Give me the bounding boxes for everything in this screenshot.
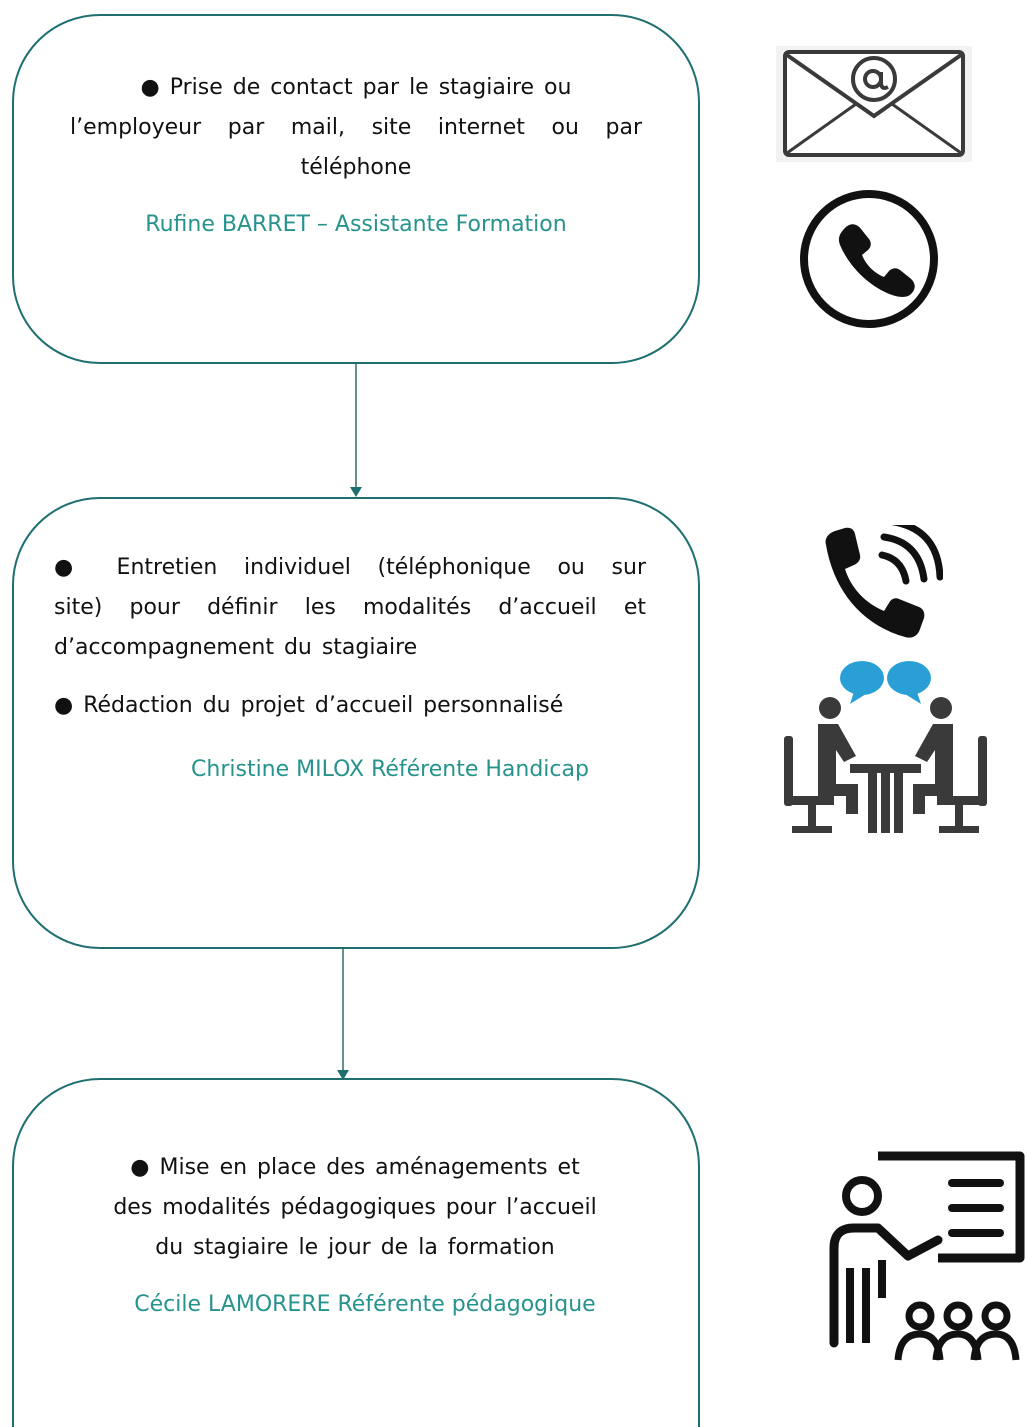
step-2-line-4: ● Rédaction du projet d’accueil personna… (54, 693, 564, 718)
step-1-person: Rufine BARRET – Assistante Formation (145, 212, 567, 237)
email-icon (776, 46, 972, 162)
arrowhead-1 (350, 487, 362, 497)
step-3-person: Cécile LAMORERE Référente pédagogique (134, 1292, 596, 1317)
phone-icon (795, 185, 945, 335)
phone-calling-icon (818, 517, 944, 655)
connector-1 (355, 364, 357, 488)
step-1-line-1: ● Prise de contact par le stagiaire ou (140, 75, 572, 100)
step-3-line-2: des modalités pédagogiques pour l’accuei… (113, 1195, 597, 1220)
presentation-icon (820, 1148, 1026, 1363)
step-1-line-2: l’employeur par mail, site internet ou p… (70, 115, 642, 140)
meeting-icon (778, 656, 993, 836)
step-1-box (12, 14, 700, 364)
step-2-person: Christine MILOX Référente Handicap (191, 757, 589, 782)
connector-2 (342, 949, 344, 1070)
step-2-text: ● Entretien individuel (téléphonique ou … (54, 548, 646, 668)
step-3-line-1: ● Mise en place des aménagements et (130, 1155, 580, 1180)
step-2-text-2: ● Rédaction du projet d’accueil personna… (54, 686, 674, 726)
arrowhead-2 (337, 1070, 349, 1080)
step-3-line-3: du stagiaire le jour de la formation (155, 1235, 555, 1260)
step-1-line-3: téléphone (300, 155, 412, 180)
step-3-box (12, 1078, 700, 1427)
step-2-box (12, 497, 700, 949)
step-3-text: ● Mise en place des aménagements et des … (50, 1148, 660, 1268)
step-1-text: ● Prise de contact par le stagiaire ou l… (70, 68, 642, 188)
step-2-line-2: site) pour définir les modalités d’accue… (54, 595, 646, 620)
step-2-line-1: ● Entretien individuel (téléphonique ou … (54, 555, 646, 580)
step-2-line-3: d’accompagnement du stagiaire (54, 635, 418, 660)
